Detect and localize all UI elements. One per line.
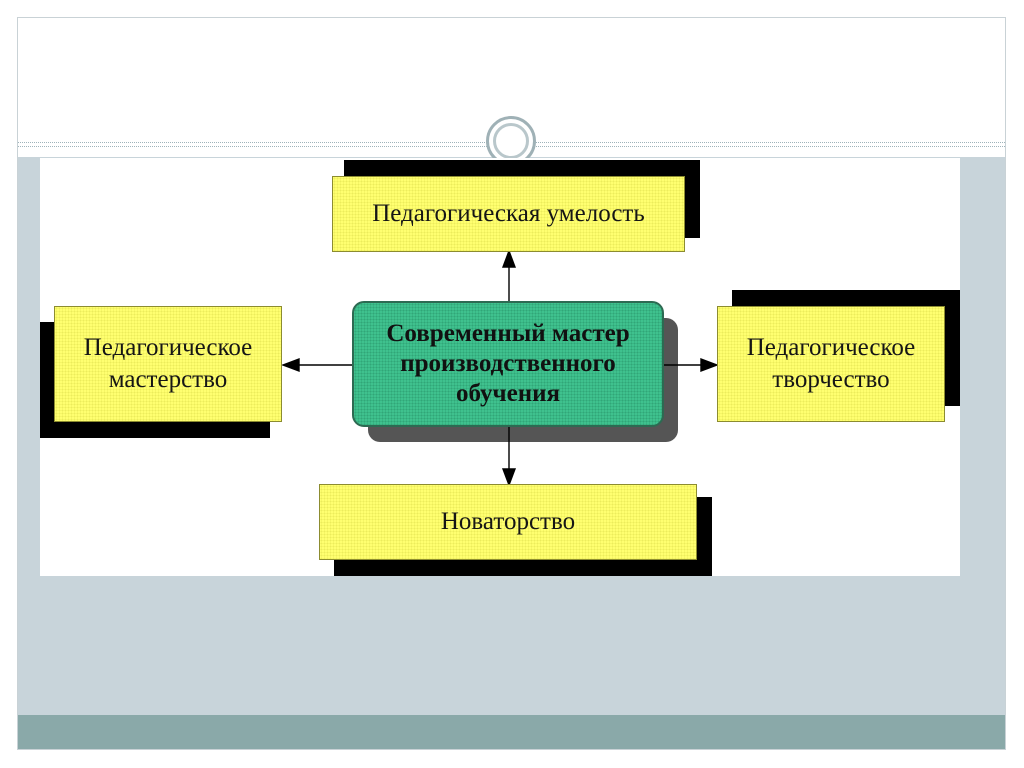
ring-ornament-inner	[493, 123, 529, 159]
arrow-head-bottom	[501, 468, 517, 487]
node-pedagogical-creativity-line2: творчество	[772, 366, 890, 393]
node-pedagogical-mastery-line1: Педагогическое	[83, 334, 253, 361]
node-pedagogical-creativity-line1: Педагогическое	[746, 334, 916, 361]
node-modern-master: Современный мастер производственного обу…	[352, 301, 664, 427]
node-pedagogical-creativity: Педагогическое творчество	[717, 306, 945, 422]
node-pedagogical-mastery-line2: мастерство	[108, 366, 228, 393]
node-pedagogical-skill-label: Педагогическая умелость	[372, 200, 645, 227]
arrow-head-left	[281, 357, 300, 373]
node-innovation: Новаторство	[319, 484, 697, 560]
node-modern-master-line1: Современный мастер	[386, 320, 630, 347]
node-modern-master-line2: производственного	[400, 350, 616, 377]
node-pedagogical-mastery: Педагогическое мастерство	[54, 306, 282, 422]
node-pedagogical-skill: Педагогическая умелость	[332, 176, 685, 252]
footer-band	[18, 715, 1005, 749]
arrow-head-top	[501, 249, 517, 268]
node-modern-master-line3: обучения	[455, 380, 561, 407]
arrow-head-right	[700, 357, 719, 373]
node-innovation-label: Новаторство	[440, 508, 576, 535]
